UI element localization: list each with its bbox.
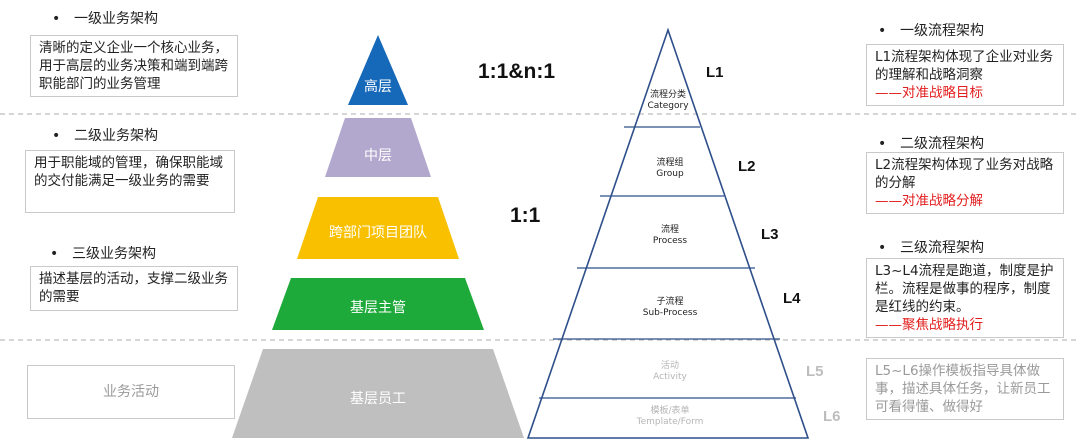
ratio-top: 1:1&n:1	[478, 60, 556, 83]
left-desc-2: 用于职能域的管理，确保职能域的交付能满足一级业务的需要	[25, 150, 235, 213]
right-heading-3: 三级流程架构	[878, 237, 984, 257]
pyramid-label-supervisor: 基层主管	[350, 300, 406, 316]
left-heading-3: 三级业务架构	[50, 243, 156, 263]
level-tag-l5: L5	[806, 363, 824, 380]
business-activity-box: 业务活动	[27, 365, 235, 419]
left-desc-3: 描述基层的活动，支撑二级业务的需要	[30, 266, 238, 311]
pyramid-label-top: 高层	[364, 79, 392, 95]
right-heading-1: 一级流程架构	[878, 20, 984, 40]
pyramid-layer-supervisor	[272, 278, 484, 330]
level-tag-l1: L1	[706, 64, 724, 81]
process-pyramid	[526, 27, 810, 439]
ratio-middle: 1:1	[510, 204, 541, 227]
level-tag-l2: L2	[738, 158, 756, 175]
left-heading-1: 一级业务架构	[52, 8, 158, 28]
right-bottom-box: L5~L6操作模板指导具体做事，描述具体任务，让新员工可看得懂、做得好	[866, 358, 1064, 420]
right-desc-3: L3~L4流程是跑道，制度是护栏。流程是做事的程序，制度是红线的约束。 ——聚焦…	[866, 258, 1064, 338]
org-pyramid	[232, 35, 524, 438]
pyramid-layer-top	[348, 35, 408, 105]
left-desc-1: 清晰的定义企业一个核心业务，用于高层的业务决策和端到端跨职能部门的业务管理	[30, 35, 238, 97]
pyramid-label-staff: 基层员工	[350, 391, 406, 407]
level-tag-l4: L4	[783, 290, 801, 307]
right-heading-2: 二级流程架构	[878, 133, 984, 153]
pyramid-label-middle: 中层	[364, 148, 392, 164]
left-heading-2: 二级业务架构	[52, 125, 158, 145]
right-desc-2: L2流程架构体现了业务对战略的分解 ——对准战略分解	[866, 152, 1064, 214]
pyramid-layer-team	[297, 197, 459, 259]
level-tag-l6: L6	[823, 408, 841, 425]
pyramid-label-team: 跨部门项目团队	[329, 225, 427, 241]
pyramid-layer-middle	[325, 118, 431, 177]
level-tag-l3: L3	[761, 226, 779, 243]
pyramid-layer-staff	[232, 349, 524, 438]
right-desc-1: L1流程架构体现了企业对业务的理解和战略洞察 ——对准战略目标	[866, 44, 1064, 106]
